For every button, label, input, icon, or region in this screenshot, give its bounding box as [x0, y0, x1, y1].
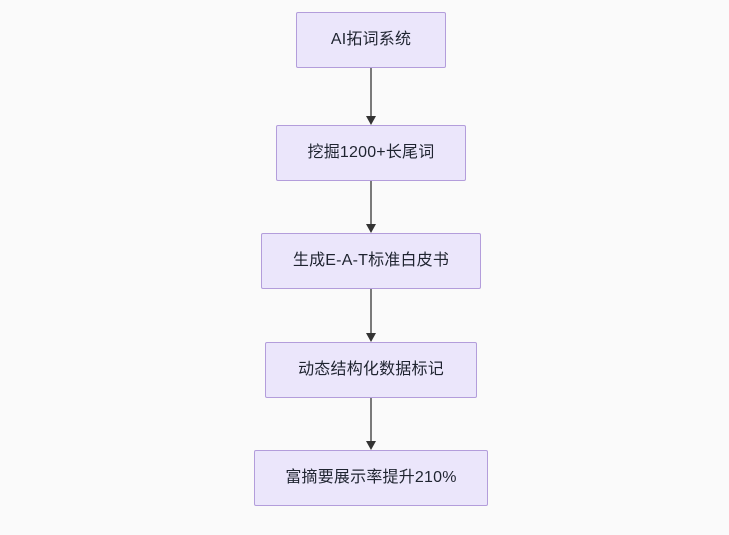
arrowhead-icon [366, 333, 376, 342]
flow-node-label: 生成E-A-T标准白皮书 [292, 252, 450, 269]
flow-node-label: 挖掘1200+长尾词 [307, 144, 435, 161]
flow-node-generate-eat-whitepaper[interactable]: 生成E-A-T标准白皮书 [261, 233, 481, 289]
arrow-line [370, 398, 372, 442]
arrow-line [370, 289, 372, 334]
flow-node-label: 富摘要展示率提升210% [285, 469, 457, 486]
flow-node-mine-longtail-keywords[interactable]: 挖掘1200+长尾词 [276, 125, 466, 181]
flow-node-label: AI拓词系统 [330, 31, 412, 48]
flow-node-rich-snippet-impression-lift[interactable]: 富摘要展示率提升210% [254, 450, 488, 506]
flow-arrow-4 [366, 398, 376, 450]
flow-arrow-1 [366, 68, 376, 125]
flow-arrow-3 [366, 289, 376, 342]
flow-arrow-2 [366, 181, 376, 233]
flow-node-ai-keyword-system[interactable]: AI拓词系统 [296, 12, 446, 68]
arrowhead-icon [366, 441, 376, 450]
flow-node-dynamic-structured-data-markup[interactable]: 动态结构化数据标记 [265, 342, 477, 398]
flow-node-label: 动态结构化数据标记 [298, 361, 444, 378]
arrowhead-icon [366, 224, 376, 233]
arrow-line [370, 181, 372, 225]
arrowhead-icon [366, 116, 376, 125]
arrow-line [370, 68, 372, 117]
